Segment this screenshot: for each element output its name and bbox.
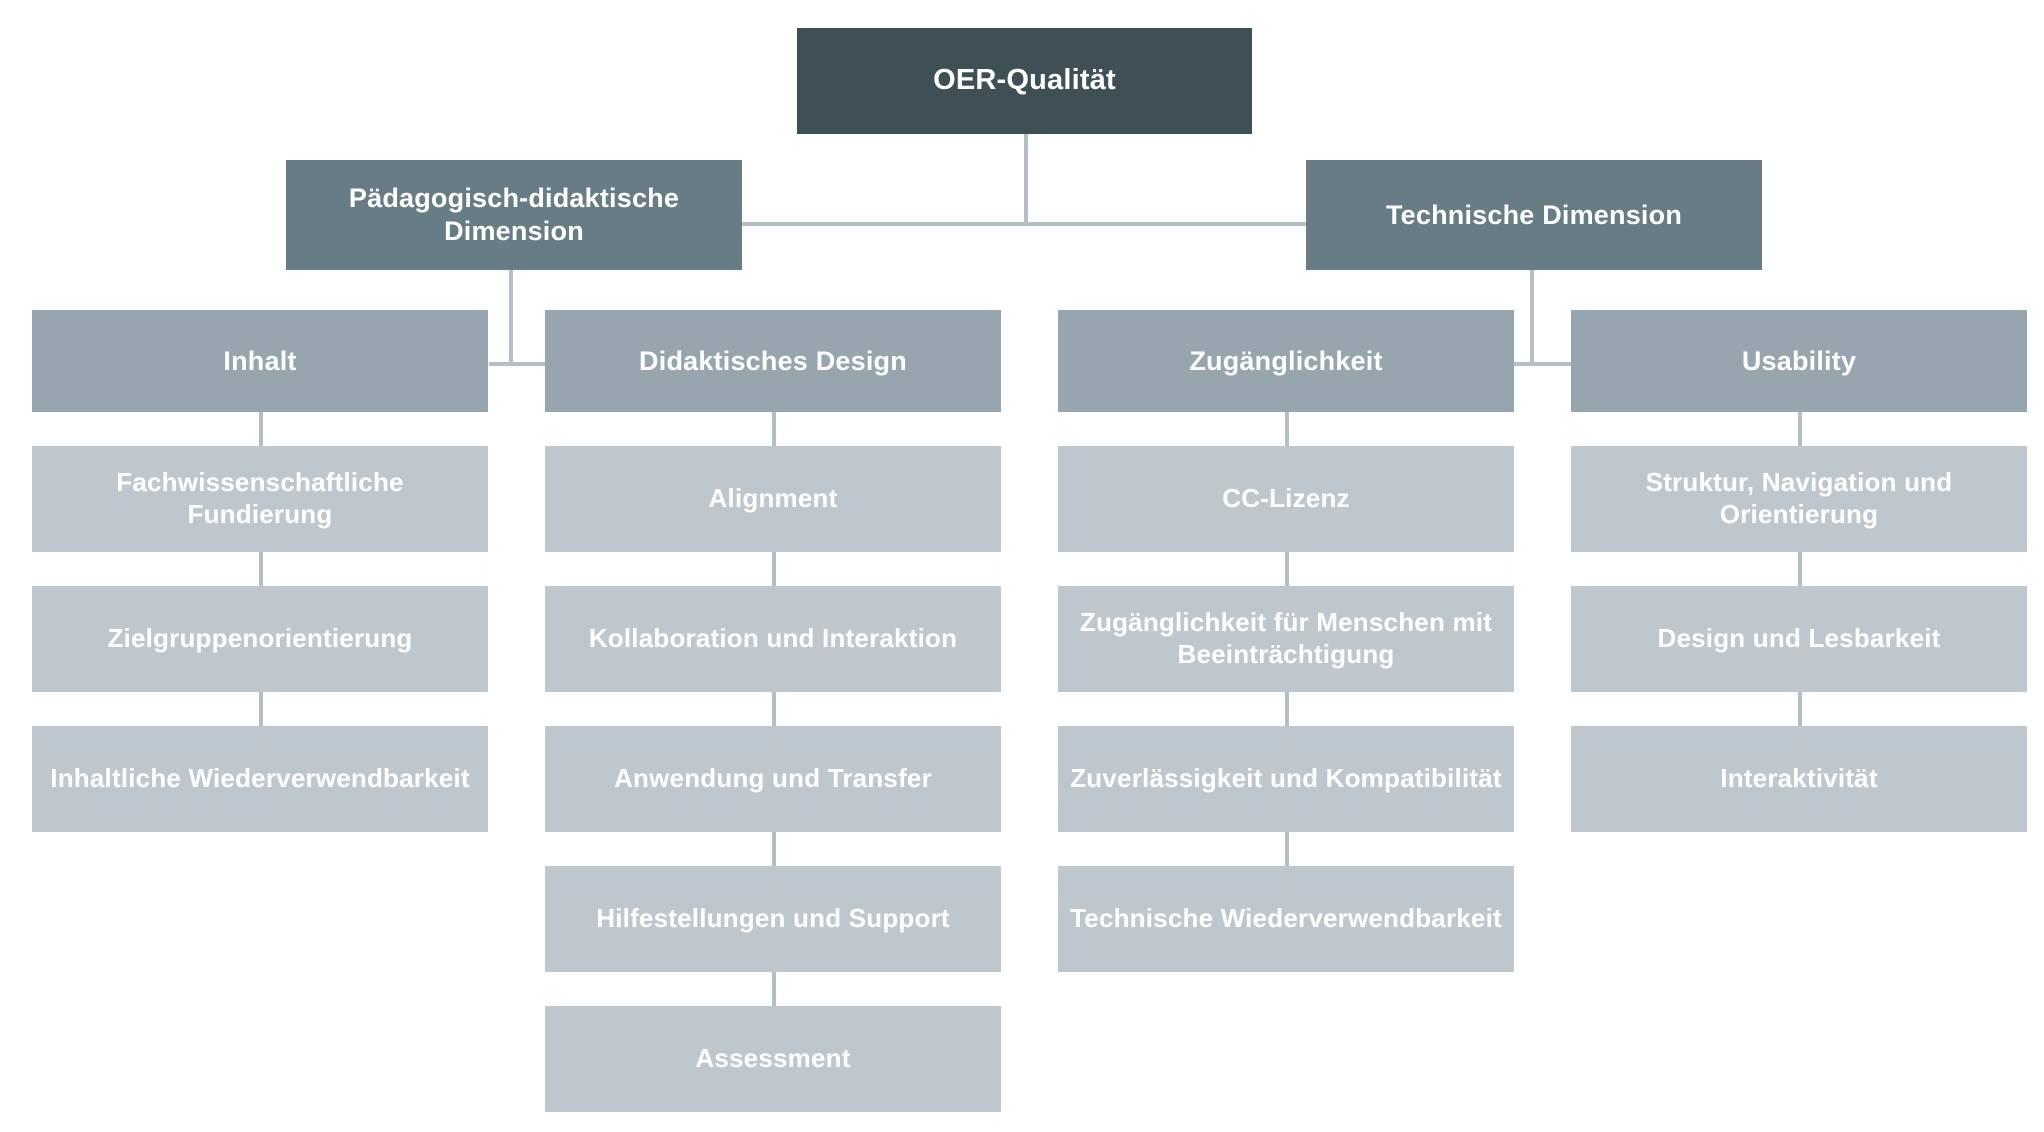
node-label: Interaktivität [1720, 763, 1878, 794]
connector-pedagogical-stem [509, 270, 513, 366]
connector-pedagogical-category-spine [489, 362, 565, 366]
node-label: Technische Wiederverwendbarkeit [1070, 903, 1502, 934]
node-criterion-hilfestellungen-und-support[interactable]: Hilfestellungen und Support [545, 866, 1001, 972]
node-label: Alignment [708, 483, 838, 514]
node-label: Struktur, Navigation und Orientierung [1645, 467, 1953, 529]
node-criterion-zielgruppenorientierung[interactable]: Zielgruppenorientierung [32, 586, 488, 692]
node-category-didaktisches-design[interactable]: Didaktisches Design [545, 310, 1001, 412]
node-dimension-paedagogisch-didaktisch[interactable]: Pädagogisch-didaktische Dimension [286, 160, 742, 270]
node-label: CC-Lizenz [1222, 483, 1350, 514]
node-category-usability[interactable]: Usability [1571, 310, 2027, 412]
node-label: Zugänglichkeit [1189, 345, 1383, 376]
node-label: Design und Lesbarkeit [1657, 623, 1941, 654]
node-label: Assessment [695, 1043, 851, 1074]
node-criterion-struktur-navigation-orientierung[interactable]: Struktur, Navigation und Orientierung [1571, 446, 2027, 552]
node-label: Zuverlässigkeit und Kompatibilität [1070, 763, 1502, 794]
connector-dimension-spine [738, 222, 1310, 226]
node-dimension-technisch[interactable]: Technische Dimension [1306, 160, 1762, 270]
node-criterion-zuverlaessigkeit-und-kompatibilitaet[interactable]: Zuverlässigkeit und Kompatibilität [1058, 726, 1514, 832]
node-label: Usability [1741, 345, 1857, 376]
node-criterion-cc-lizenz[interactable]: CC-Lizenz [1058, 446, 1514, 552]
node-root-oer-qualitaet[interactable]: OER-Qualität [797, 28, 1252, 134]
node-label: Kollaboration und Interaktion [588, 623, 958, 654]
node-criterion-zugaenglichkeit-beeintraechtigung[interactable]: Zugänglichkeit für Menschen mit Beeinträ… [1058, 586, 1514, 692]
node-criterion-anwendung-und-transfer[interactable]: Anwendung und Transfer [545, 726, 1001, 832]
node-label: Anwendung und Transfer [614, 763, 932, 794]
node-criterion-alignment[interactable]: Alignment [545, 446, 1001, 552]
node-label: Fachwissenschaftliche Fundierung [116, 467, 404, 529]
connector-spine-didaktisches-design [772, 412, 776, 1022]
node-criterion-technische-wiederverwendbarkeit[interactable]: Technische Wiederverwendbarkeit [1058, 866, 1514, 972]
node-criterion-design-und-lesbarkeit[interactable]: Design und Lesbarkeit [1571, 586, 2027, 692]
node-label: Hilfestellungen und Support [596, 903, 950, 934]
node-label: Technische Dimension [1385, 199, 1683, 230]
node-label: Inhalt [223, 345, 297, 376]
node-category-zugaenglichkeit[interactable]: Zugänglichkeit [1058, 310, 1514, 412]
node-criterion-inhaltliche-wiederverwendbarkeit[interactable]: Inhaltliche Wiederverwendbarkeit [32, 726, 488, 832]
node-label: Zugänglichkeit für Menschen mit Beeinträ… [1079, 607, 1493, 669]
node-criterion-fachwissenschaftliche-fundierung[interactable]: Fachwissenschaftliche Fundierung [32, 446, 488, 552]
node-label: Pädagogisch-didaktische Dimension [348, 183, 680, 246]
connector-technical-category-spine [1508, 362, 1586, 366]
node-label: Inhaltliche Wiederverwendbarkeit [50, 763, 470, 794]
node-criterion-assessment[interactable]: Assessment [545, 1006, 1001, 1112]
node-label: Didaktisches Design [639, 345, 907, 376]
node-label: OER-Qualität [933, 64, 1116, 97]
node-criterion-interaktivitaet[interactable]: Interaktivität [1571, 726, 2027, 832]
connector-spine-usability [1798, 412, 1802, 742]
connector-technical-stem [1530, 270, 1534, 366]
node-category-inhalt[interactable]: Inhalt [32, 310, 488, 412]
node-criterion-kollaboration-und-interaktion[interactable]: Kollaboration und Interaktion [545, 586, 1001, 692]
node-label: Zielgruppenorientierung [107, 623, 413, 654]
connector-spine-inhalt [259, 412, 263, 742]
connector-root-stem [1024, 134, 1028, 226]
